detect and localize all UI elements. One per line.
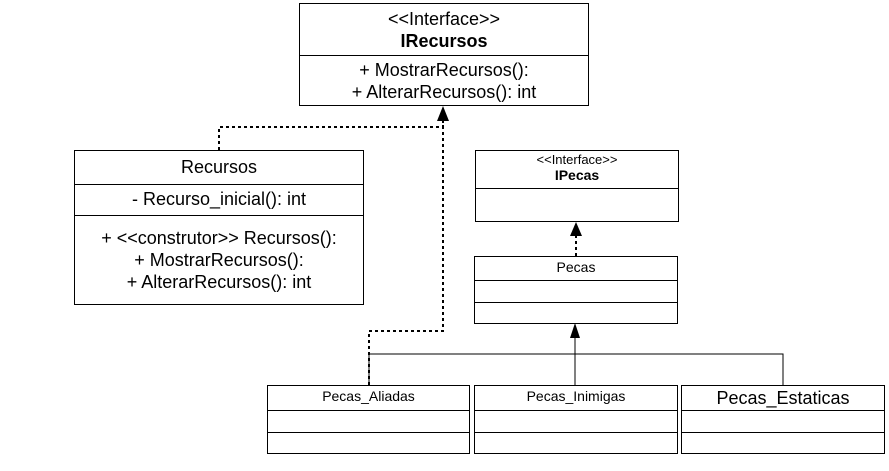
recursos-operation: + MostrarRecursos(): [134, 250, 304, 270]
arrowhead-pecas [570, 323, 580, 338]
aliadas-name: Pecas_Aliadas [322, 388, 415, 404]
class-pecas-inimigas[interactable]: Pecas_Inimigas [474, 385, 678, 454]
arrowhead-irecursos [437, 106, 449, 121]
class-recursos[interactable]: Recursos - Recurso_inicial(): int + <<co… [74, 150, 364, 305]
realization-aliadas-irecursos [368, 118, 444, 385]
recursos-name: Recursos [180, 157, 258, 177]
recursos-attribute: - Recurso_inicial(): int [131, 189, 307, 209]
ipecas-name: IPecas [554, 167, 600, 183]
class-pecas-estaticas[interactable]: Pecas_Estaticas [681, 385, 885, 454]
irecursos-operation: + AlterarRecursos(): int [351, 82, 537, 102]
irecursos-operation: + MostrarRecursos(): [359, 60, 529, 80]
ipecas-stereotype: <<Interface>> [536, 152, 618, 167]
irecursos-stereotype: <<Interface>> [387, 9, 501, 29]
recursos-operation: + AlterarRecursos(): int [126, 272, 312, 292]
inheritance-tree [368, 336, 784, 385]
estaticas-name: Pecas_Estaticas [716, 388, 850, 408]
inimigas-name: Pecas_Inimigas [526, 388, 626, 404]
class-irecursos[interactable]: <<Interface>> IRecursos + MostrarRecurso… [299, 3, 589, 106]
realization-recursos-irecursos [218, 118, 444, 150]
pecas-name: Pecas [556, 259, 596, 275]
arrowhead-ipecas [570, 222, 582, 236]
recursos-operation: + <<construtor>> Recursos(): [101, 228, 337, 248]
class-ipecas[interactable]: <<Interface>> IPecas [475, 150, 679, 222]
class-pecas-aliadas[interactable]: Pecas_Aliadas [267, 385, 470, 454]
class-pecas[interactable]: Pecas [474, 256, 678, 324]
irecursos-name: IRecursos [400, 31, 488, 51]
